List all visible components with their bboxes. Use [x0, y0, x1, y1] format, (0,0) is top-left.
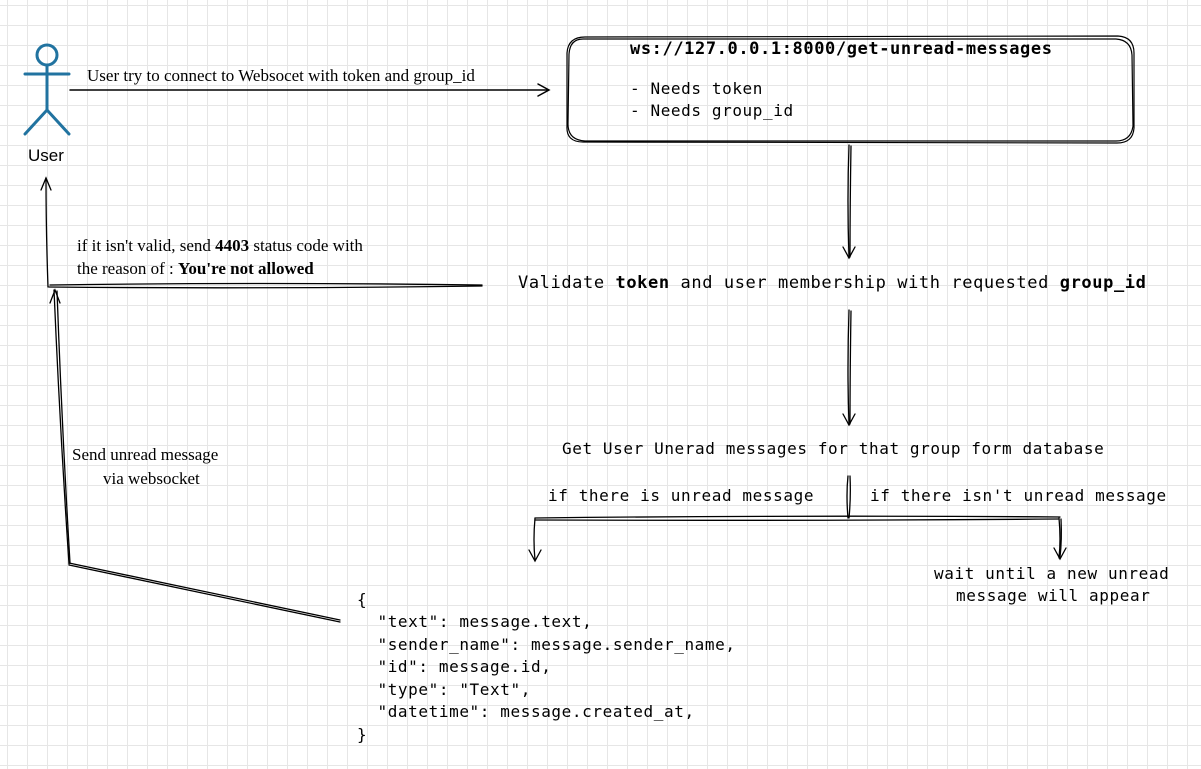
validate-to-get-arrow: [842, 309, 856, 427]
invalid-line-1: if it isn't valid, send 4403 status code…: [77, 234, 363, 257]
validate-step: Validate token and user membership with …: [518, 273, 1146, 293]
invalid-prefix: if it isn't valid, send: [77, 236, 216, 255]
reason-prefix: the reason of :: [77, 259, 179, 278]
status-code: 4403: [215, 236, 250, 255]
payload-block: { "text": message.text, "sender_name": m…: [357, 566, 736, 769]
endpoint-url: ws://127.0.0.1:8000/get-unread-messages: [630, 39, 1053, 59]
payload-line: "type": "Text",: [357, 679, 531, 699]
payload-line: }: [357, 724, 368, 744]
box-to-validate-arrow: [842, 144, 856, 260]
invalid-suffix: status code with: [249, 236, 363, 255]
invalid-line-2: the reason of : You're not allowed: [77, 257, 314, 280]
endpoint-box: [566, 35, 1135, 144]
wait-line-2: message will appear: [956, 586, 1151, 605]
send-line-1: Send unread message: [72, 445, 219, 464]
send-return-arrow: [49, 288, 341, 623]
connect-label: User try to connect to Websocet with tok…: [87, 66, 475, 85]
branch-no-label: if there isn't unread message: [870, 486, 1167, 505]
connect-arrow: [69, 83, 551, 97]
branch-split: [528, 475, 1067, 563]
user-label: User: [28, 146, 64, 165]
payload-line: "text": message.text,: [357, 612, 593, 631]
requirement-token: - Needs token: [630, 79, 764, 98]
payload-line: "sender_name": message.sender_name,: [357, 634, 736, 654]
payload-line: {: [357, 589, 368, 609]
payload-line: "id": message.id,: [357, 657, 552, 676]
wait-line-1: wait until a new unread: [934, 564, 1170, 583]
payload-line: "datetime": message.created_at,: [357, 702, 695, 721]
invalid-return-arrow: [40, 176, 483, 289]
user-actor-icon[interactable]: [23, 43, 71, 136]
validate-token: token: [615, 273, 670, 293]
requirement-group-id: - Needs group_id: [630, 101, 794, 120]
send-line-2: via websocket: [103, 469, 200, 488]
validate-prefix: Validate: [518, 273, 616, 293]
validate-group-id: group_id: [1059, 273, 1147, 293]
reason-text: You're not allowed: [178, 259, 314, 278]
get-unread-step: Get User Unerad messages for that group …: [562, 439, 1105, 458]
branch-yes-label: if there is unread message: [548, 486, 815, 505]
validate-middle: and user membership with requested: [669, 273, 1060, 293]
